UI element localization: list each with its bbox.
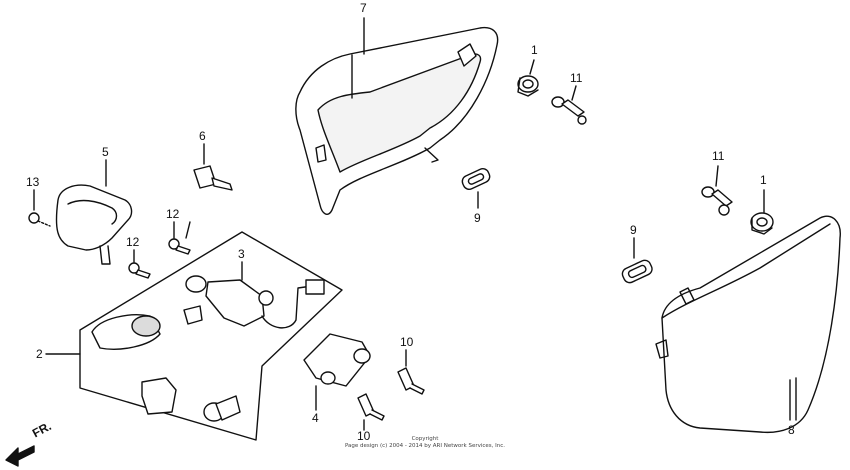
callout-11-upper: 11 <box>570 71 583 85</box>
copyright-line-1: Copyright <box>411 436 439 442</box>
standoff-part-10-upper <box>397 349 425 395</box>
bolt-part-11-lower <box>701 165 733 216</box>
callout-10-upper: 10 <box>400 335 414 349</box>
callout-3: 3 <box>238 247 245 261</box>
callout-7: 7 <box>360 1 367 15</box>
standoff-part-10-lower <box>357 393 385 431</box>
cover-plate <box>91 314 161 350</box>
callout-11-lower: 11 <box>712 149 725 163</box>
lock-set-box-part-2 <box>45 231 343 441</box>
copyright-notice: Copyright Page design (c) 2004 - 2014 by… <box>300 436 550 450</box>
screw-part-12-upper <box>168 221 191 255</box>
callout-10-lower: 10 <box>357 429 371 443</box>
clip <box>141 377 177 415</box>
screw-part-13 <box>28 189 51 227</box>
callout-4: 4 <box>312 411 319 425</box>
screw-part-12-lower <box>128 249 151 279</box>
rubber-pad-part-9-lower <box>621 237 653 284</box>
callout-8: 8 <box>788 423 795 437</box>
holder-part-5 <box>55 159 133 265</box>
bolt-part-11-upper <box>551 85 587 125</box>
callout-12-lower: 12 <box>126 235 140 249</box>
front-direction-arrow <box>5 445 35 467</box>
rubber-pad-part-9-upper <box>461 168 491 209</box>
callout-6: 6 <box>199 129 206 143</box>
callout-9-lower: 9 <box>630 223 637 237</box>
lock-assembly-part-3 <box>183 261 325 329</box>
side-cover-frame-part-7 <box>295 17 499 215</box>
switch-part-4 <box>303 333 371 411</box>
callout-2: 2 <box>36 347 43 361</box>
grommet-part-1-upper <box>517 59 539 97</box>
copyright-line-2: Page design (c) 2004 - 2014 by ARI Netwo… <box>344 443 506 449</box>
callout-12-upper: 12 <box>166 207 180 221</box>
callout-5: 5 <box>102 145 109 159</box>
callout-13: 13 <box>26 175 40 189</box>
side-cover-part-8 <box>655 215 841 434</box>
callout-1-lower: 1 <box>760 173 767 187</box>
callout-9-upper: 9 <box>474 211 481 225</box>
grommet-part-1-lower <box>750 189 774 235</box>
key-part-6 <box>193 143 233 191</box>
lock-cylinder <box>203 395 241 422</box>
callout-1-upper: 1 <box>531 43 538 57</box>
